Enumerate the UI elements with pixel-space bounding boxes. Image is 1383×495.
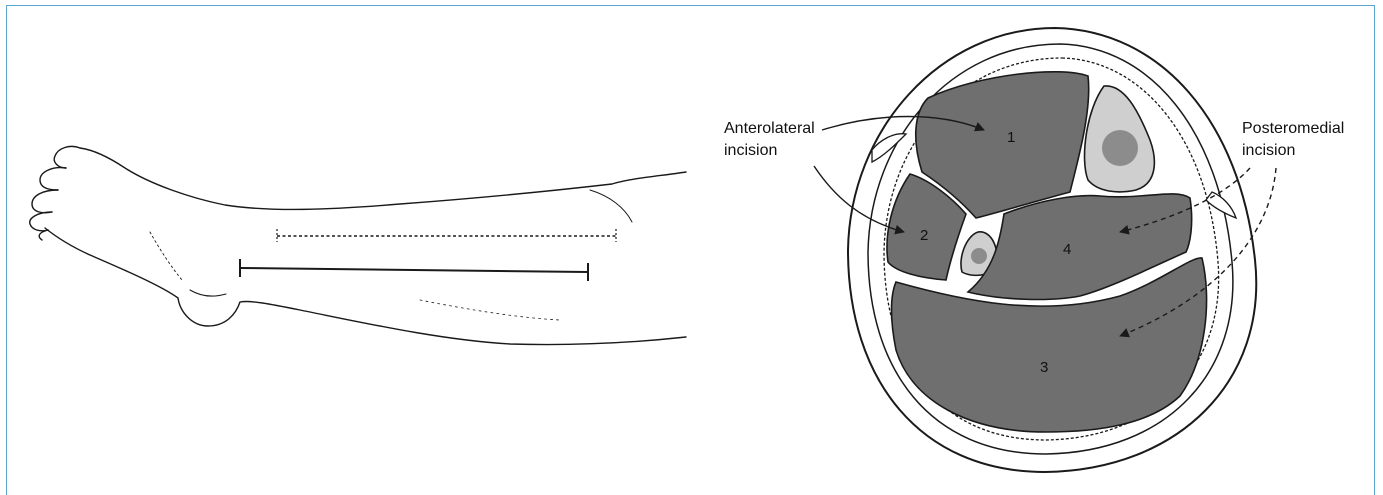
compartment-4-label: 4 (1063, 241, 1071, 258)
anterolateral-label-line2: incision (724, 142, 777, 159)
compartment-1-label: 1 (1007, 129, 1015, 146)
tibia-marrow (1102, 130, 1138, 166)
fibula-marrow (971, 248, 987, 264)
toe-3 (32, 190, 58, 213)
knee-line (590, 190, 632, 222)
anterolateral-label-line1: Anterolateral (724, 120, 815, 137)
leg-top-outline (80, 148, 686, 209)
solid-incision (240, 268, 588, 272)
toe-5 (39, 230, 48, 240)
cross-section-diagram: 1 2 3 4 Anterolateral incision Posterome… (700, 0, 1383, 484)
posteromedial-label-line2: incision (1242, 142, 1295, 159)
cross-section-svg: 1 2 3 4 Anterolateral incision Posterome… (700, 0, 1383, 484)
ankle-crease (150, 232, 182, 280)
compartment-3-label: 3 (1040, 359, 1048, 376)
compartment-2-label: 2 (920, 227, 928, 244)
toe-1 (54, 146, 80, 168)
calf-shading (420, 300, 560, 320)
posteromedial-label-line1: Posteromedial (1242, 120, 1344, 137)
leg-bottom-outline (45, 228, 686, 345)
ankle-bone-line (190, 290, 226, 296)
toe-2 (40, 168, 66, 190)
toe-4 (30, 212, 52, 231)
leg-illustration (0, 0, 700, 484)
leg-drawing (0, 0, 700, 484)
